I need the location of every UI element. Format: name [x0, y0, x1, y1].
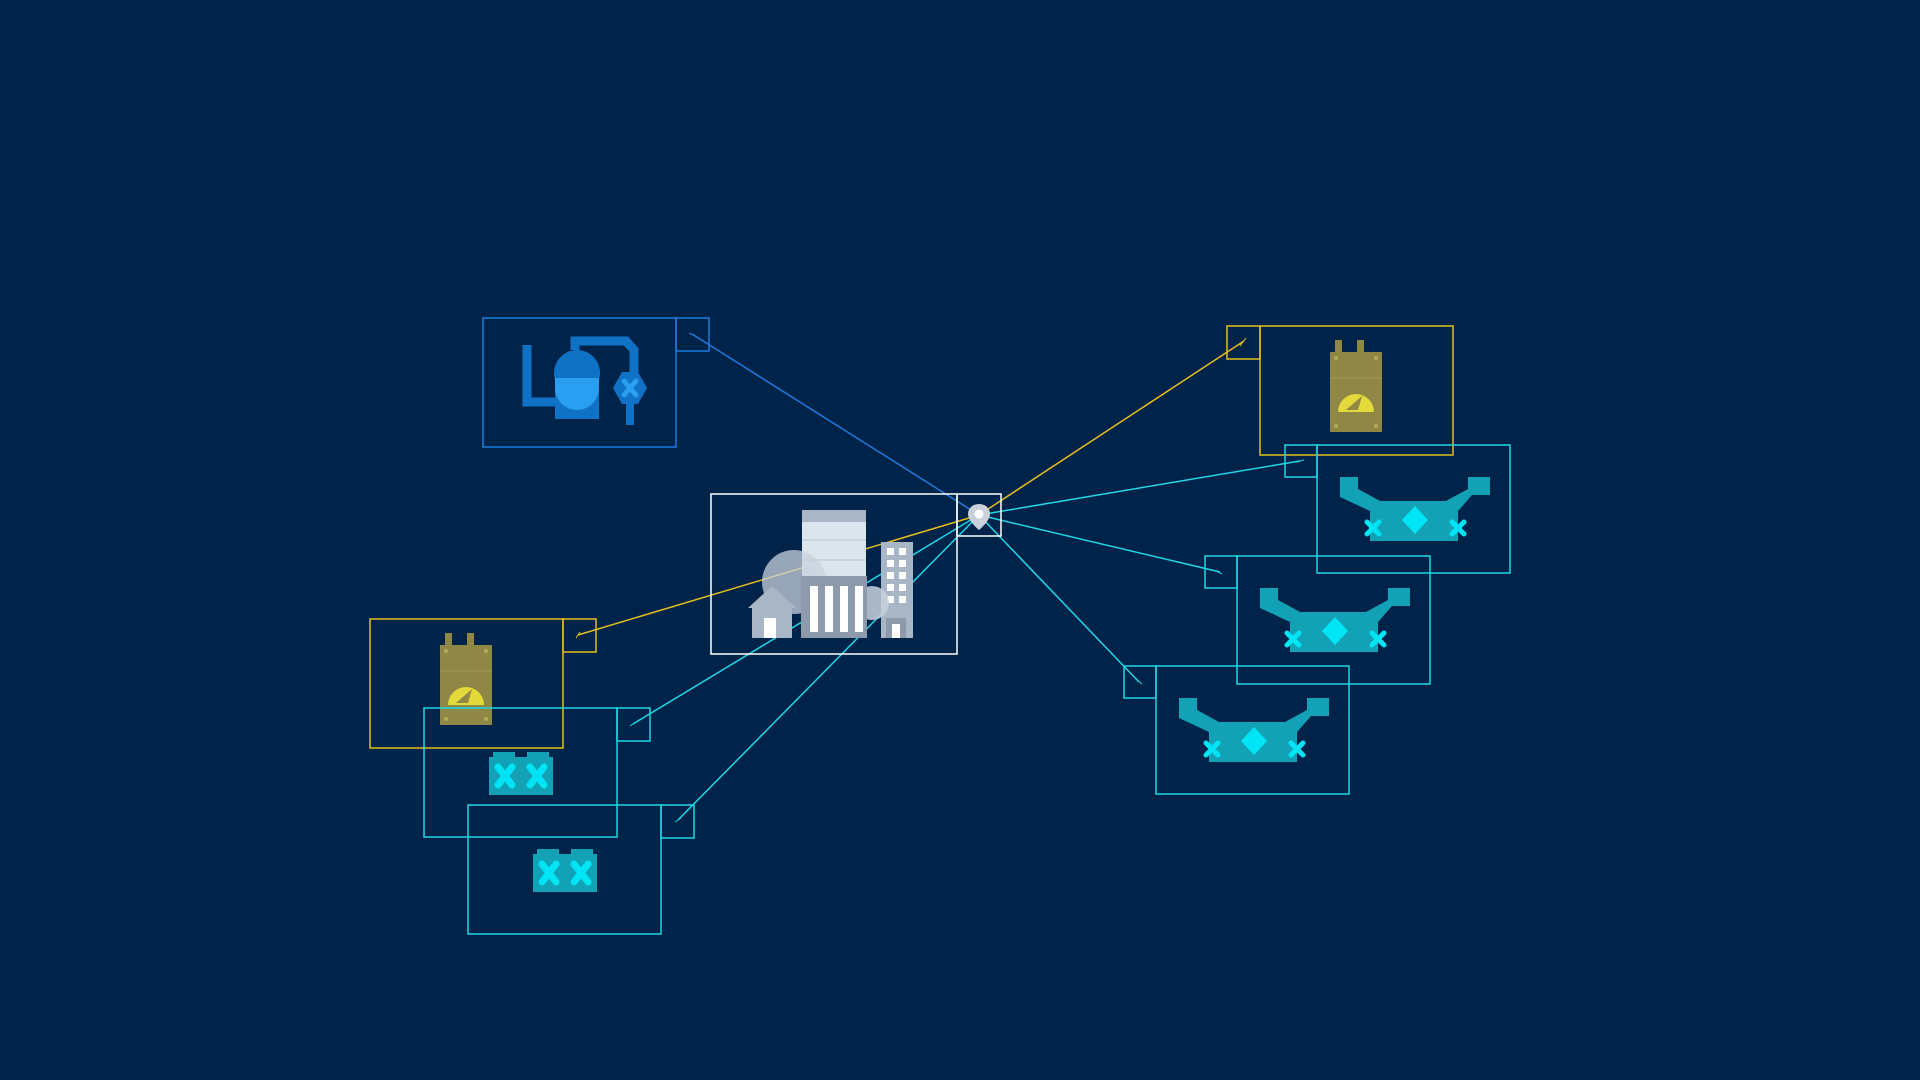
link-meter-right [978, 340, 1245, 516]
node-fan-unit-2[interactable] [467, 804, 695, 935]
basin-icon [1260, 588, 1410, 652]
power-meter-icon [440, 633, 492, 725]
basin-1-tab [1284, 444, 1318, 478]
meter-left-tab [562, 618, 597, 653]
basin-icon [1340, 477, 1490, 541]
fan-unit-1-frame [423, 707, 618, 838]
hub-frame [956, 493, 1002, 537]
basin-2-tab [1204, 555, 1238, 589]
fan-unit-icon [489, 752, 553, 795]
tab-markers [575, 332, 1305, 823]
basin-3-tab [1123, 665, 1157, 699]
link-basin-1 [978, 460, 1301, 516]
link-basin-2 [978, 514, 1221, 573]
location-pin-icon [968, 504, 990, 530]
fan-unit-2-tab [660, 804, 695, 839]
node-meter-right[interactable] [1226, 325, 1454, 456]
meter-left-frame [369, 618, 564, 749]
pump-tank-icon [522, 336, 647, 425]
node-pump-station[interactable] [482, 317, 710, 448]
hub[interactable] [956, 493, 1002, 537]
link-pump-station [691, 333, 980, 516]
link-fan-unit-2 [677, 514, 980, 821]
basin-icon [1179, 698, 1329, 762]
pump-station-tab [675, 317, 710, 352]
link-basin-3 [978, 514, 1140, 683]
basin-2-frame [1236, 555, 1431, 685]
basin-3-frame [1155, 665, 1350, 795]
node-basin-3[interactable] [1123, 665, 1350, 795]
node-basin-2[interactable] [1204, 555, 1431, 685]
fan-unit-icon [533, 849, 597, 892]
fan-unit-1-tab [616, 707, 651, 742]
node-basin-1[interactable] [1284, 444, 1511, 574]
meter-right-frame [1259, 325, 1454, 456]
fan-unit-2-frame [467, 804, 662, 935]
city-buildings-icon [748, 510, 913, 638]
node-fan-unit-1[interactable] [423, 707, 651, 838]
center-node-frame [710, 493, 958, 655]
basin-1-frame [1316, 444, 1511, 574]
pump-station-frame [482, 317, 677, 448]
meter-right-tab [1226, 325, 1261, 360]
center-node[interactable] [710, 493, 958, 655]
node-meter-left[interactable] [369, 618, 597, 749]
power-meter-icon [1330, 340, 1382, 432]
